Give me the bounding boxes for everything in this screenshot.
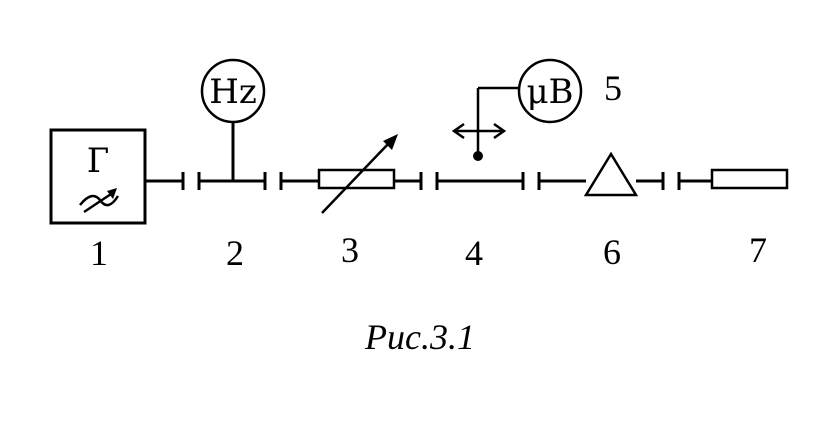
frequency-meter: Hz [200, 58, 266, 181]
detector-triangle [583, 151, 639, 197]
generator-block: Г [49, 128, 147, 225]
voltmeter: μB [517, 58, 583, 124]
frequency-meter-label: Hz [209, 72, 257, 112]
label-6: 6 [603, 232, 621, 272]
label-7: 7 [749, 230, 767, 270]
label-3: 3 [341, 230, 359, 270]
load-block [710, 168, 789, 190]
label-1: 1 [90, 233, 108, 273]
generator-symbol: Г [87, 141, 110, 181]
label-2: 2 [226, 233, 244, 273]
variable-attenuator [317, 134, 398, 214]
transmission-line [145, 172, 712, 190]
label-4: 4 [465, 233, 483, 273]
measuring-line-probe [451, 86, 520, 161]
bidirectional-arrow-icon [451, 122, 507, 140]
sweep-arrow-icon [79, 188, 120, 214]
figure-caption: Рис.3.1 [364, 317, 475, 357]
voltmeter-label: μB [526, 72, 573, 112]
label-5: 5 [604, 68, 622, 108]
